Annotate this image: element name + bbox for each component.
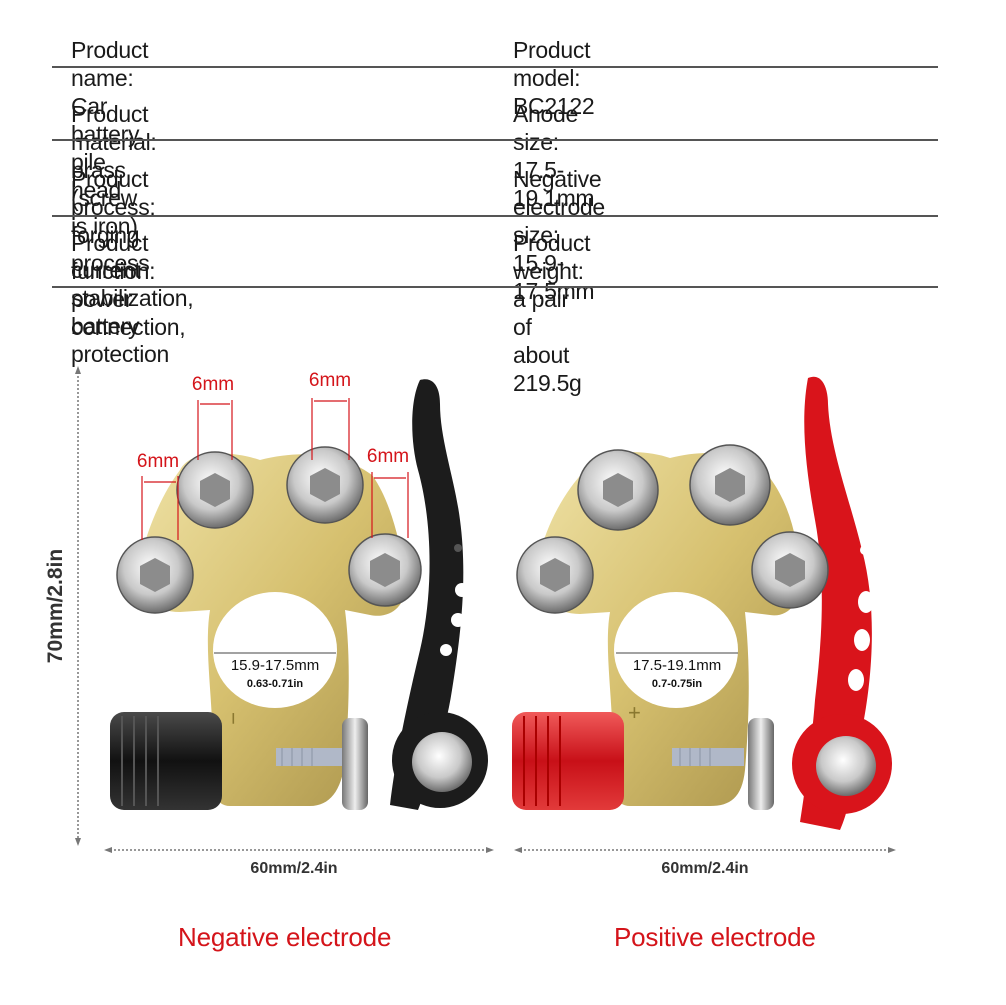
negative-bolts [116, 446, 422, 614]
positive-polarity-mark: + [628, 700, 641, 725]
negative-caption: Negative electrode [178, 922, 392, 952]
negative-width-dimension: 60mm/2.4in [104, 847, 494, 877]
negative-hole-size-mm: 15.9-17.5mm [231, 657, 319, 674]
positive-bolts [516, 444, 829, 614]
row-divider [52, 66, 938, 68]
negative-width-label: 60mm/2.4in [250, 860, 337, 877]
negative-bolt-gap-marks [141, 398, 409, 540]
positive-hole-size-in: 0.7-0.75in [652, 678, 702, 690]
positive-width-dimension: 60mm/2.4in [514, 847, 896, 877]
row-divider [52, 215, 938, 217]
negative-hole-size-in: 0.63-0.71in [247, 678, 304, 690]
product-name: Product name: Car battery pile head [71, 37, 149, 203]
product-function-line2: current stabilization, battery protectio… [71, 257, 194, 367]
negative-knob [110, 712, 222, 810]
negative-polarity-mark: − [221, 712, 246, 725]
bolt-gap-label-3: 6mm [137, 451, 179, 472]
bolt-gap-label-4: 6mm [367, 446, 409, 467]
negative-hole-dimension: 15.9-17.5mm 0.63-0.71in [214, 652, 336, 690]
positive-hole-size-mm: 17.5-19.1mm [633, 657, 721, 674]
positive-caption: Positive electrode [614, 922, 816, 952]
product-figure: 70mm/2.8in − [44, 366, 896, 877]
product-model: Product model: BC2122 [513, 37, 595, 119]
bolt-gap-label-2: 6mm [309, 370, 351, 391]
row-divider [52, 139, 938, 141]
positive-width-label: 60mm/2.4in [661, 860, 748, 877]
anode-size: Anode size: 17.5-19.1mm [513, 101, 595, 211]
negative-lever [390, 379, 464, 810]
product-weight: Product weight: a pair of about 219.5g [513, 230, 591, 396]
bolt-gap-label-1: 6mm [192, 374, 234, 395]
product-material: Product material: brass (screw is iron) [71, 101, 157, 239]
negative-terminal: − [104, 370, 494, 877]
height-dimension: 70mm/2.8in [44, 366, 81, 846]
row-divider [52, 286, 938, 288]
product-function-line1: Product function: power connection, [71, 230, 186, 340]
height-dimension-label: 70mm/2.8in [44, 549, 67, 663]
positive-terminal: + 17.5-19.1mm 0.7-0.75in [512, 376, 896, 877]
positive-knob [512, 712, 624, 810]
positive-hole-dimension: 17.5-19.1mm 0.7-0.75in [616, 652, 738, 690]
